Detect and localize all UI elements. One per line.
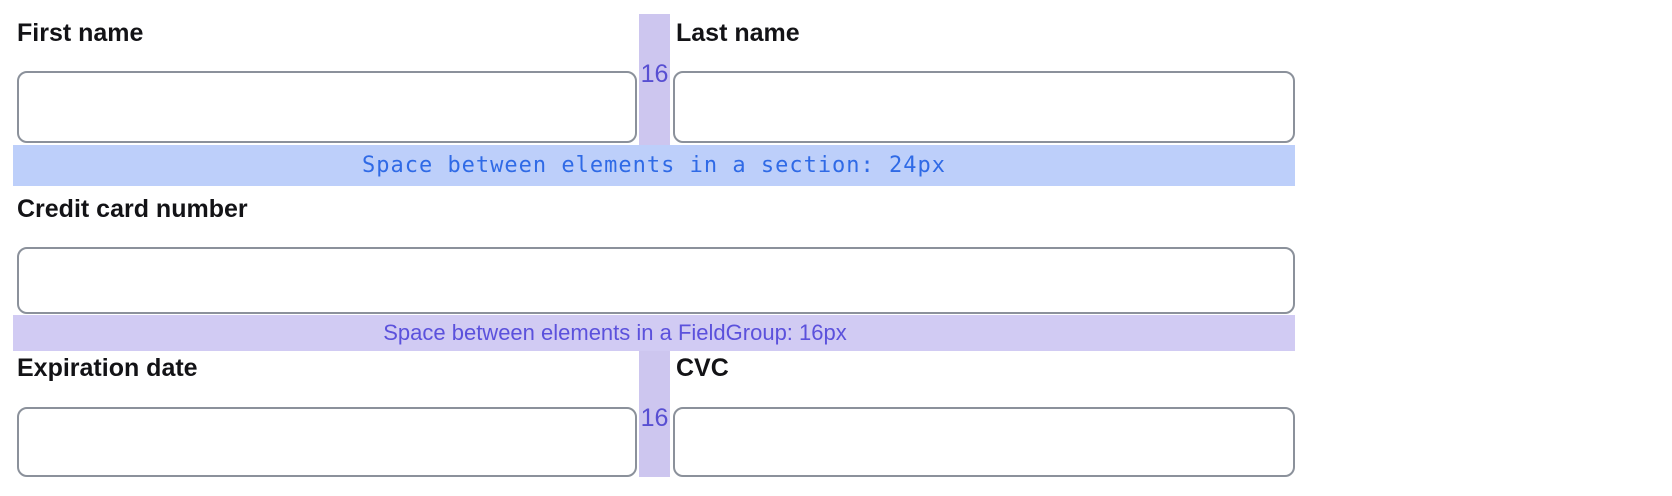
credit-card-number-label: Credit card number <box>17 195 248 223</box>
expiration-date-label: Expiration date <box>17 354 198 382</box>
section-gap-label: Space between elements in a section: 24p… <box>361 153 947 178</box>
last-name-label: Last name <box>676 19 800 47</box>
column-gap-highlight-bottom <box>639 351 670 477</box>
expiration-date-input[interactable] <box>17 407 637 477</box>
cvc-label: CVC <box>676 354 729 382</box>
column-gap-value-bottom: 16 <box>640 404 669 432</box>
fieldgroup-gap-highlight: Space between elements in a FieldGroup: … <box>13 315 1295 351</box>
cvc-input[interactable] <box>673 407 1295 477</box>
section-gap-highlight: Space between elements in a section: 24p… <box>13 145 1295 186</box>
column-gap-highlight-top <box>639 14 670 145</box>
first-name-input[interactable] <box>17 71 637 143</box>
credit-card-number-input[interactable] <box>17 247 1295 314</box>
first-name-label: First name <box>17 19 144 47</box>
last-name-input[interactable] <box>673 71 1295 143</box>
fieldgroup-gap-label: Space between elements in a FieldGroup: … <box>383 320 847 345</box>
column-gap-value-top: 16 <box>640 60 669 88</box>
